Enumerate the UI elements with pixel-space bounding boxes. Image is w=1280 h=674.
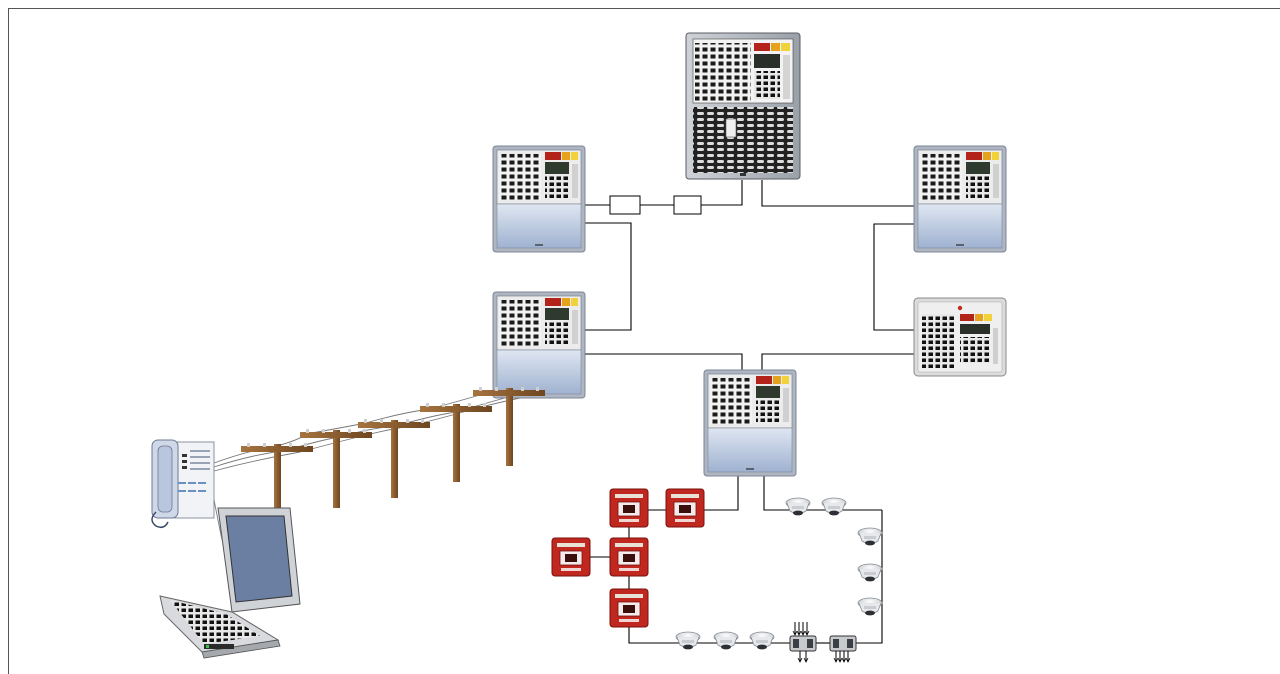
telephone-pole <box>300 429 372 508</box>
main-fire-panel <box>685 32 801 180</box>
fire-panel-upper-left <box>492 145 586 253</box>
loop-wire <box>704 476 739 511</box>
fire-panel-upper-right <box>913 145 1007 253</box>
smoke-detector-icon <box>749 631 775 650</box>
smoke-detector-icon <box>821 497 847 516</box>
network-wiring <box>585 180 918 644</box>
io-module-icon <box>789 622 817 663</box>
manual-call-point <box>665 488 705 528</box>
io-module-icon <box>829 635 857 663</box>
link-wire <box>701 180 743 206</box>
telephone-pole <box>420 403 492 482</box>
link-wire <box>585 353 743 372</box>
fire-panel-bottom <box>703 369 797 477</box>
telephone-pole <box>473 387 545 466</box>
smoke-detector-icon <box>785 497 811 516</box>
link-wire <box>761 353 916 372</box>
compact-fire-panel <box>913 297 1007 377</box>
telephone-icon <box>151 439 215 529</box>
repeater-box <box>609 195 641 215</box>
smoke-detector-icon <box>857 597 883 616</box>
smoke-detector-icon <box>713 631 739 650</box>
link-wire <box>873 223 918 331</box>
laptop-cable <box>213 499 223 541</box>
smoke-detector-icon <box>857 563 883 582</box>
manual-call-point <box>551 537 591 577</box>
link-wire <box>585 222 632 331</box>
smoke-detector-icon <box>675 631 701 650</box>
manual-call-point <box>609 537 649 577</box>
laptop-icon <box>159 507 301 659</box>
smoke-detector-icon <box>857 527 883 546</box>
fire-panel-mid-left <box>492 291 586 399</box>
loop-wire <box>628 627 790 644</box>
link-wire <box>761 180 918 207</box>
loop-wire <box>856 510 883 644</box>
manual-call-point <box>609 588 649 628</box>
diagram-frame <box>8 8 1280 674</box>
telephone-pole <box>358 419 430 498</box>
manual-call-point <box>609 488 649 528</box>
telephone-wires <box>213 389 526 472</box>
repeater-box <box>673 195 702 215</box>
